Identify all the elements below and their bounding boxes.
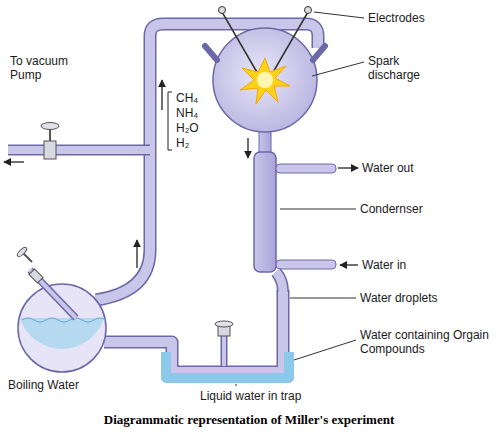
droplets-label: Water droplets (360, 291, 490, 305)
vacuum-label: To vacuum Pump (10, 54, 90, 82)
spark-label: Spark discharge (368, 54, 443, 82)
gas-label: CH₄ (176, 91, 216, 105)
gas-label: H₂ (176, 136, 216, 150)
gas-label: H₂O (176, 121, 216, 135)
condenser-label: Condernser (360, 202, 480, 216)
gas-label: NH₄ (176, 106, 216, 120)
figure-caption: Diagrammatic representation of Miller's … (0, 412, 498, 428)
electrodes-label: Electrodes (368, 11, 488, 25)
water-in-label: Water in (362, 258, 482, 272)
boiling-label: Boiling Water (8, 378, 118, 392)
water-out-label: Water out (362, 161, 482, 175)
organic-label: Water containing Orgain Compounds (360, 328, 492, 356)
trap-label: Liquid water in trap (200, 389, 340, 403)
